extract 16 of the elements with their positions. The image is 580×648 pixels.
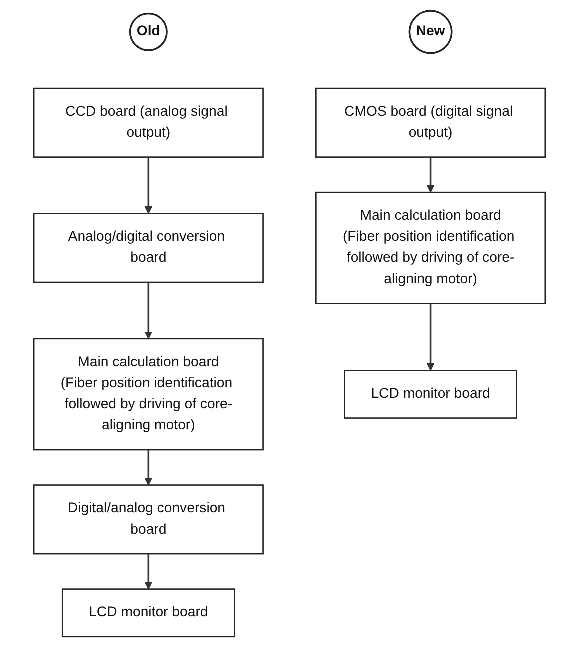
arrow xyxy=(427,157,435,193)
node-circle: Old xyxy=(130,12,168,52)
node-box: Main calculation board (Fiber position identification followed by driving of core-aligning motor) xyxy=(316,192,546,304)
arrow xyxy=(145,554,153,590)
node-box: CCD board (analog signal output) xyxy=(34,88,264,158)
node-box: LCD monitor board xyxy=(344,370,518,419)
node-box: Analog/digital conversion board xyxy=(34,213,264,284)
arrow xyxy=(145,157,153,214)
arrow xyxy=(145,450,153,486)
node-box: Main calculation board (Fiber position identification followed by driving of core-aligning motor) xyxy=(34,338,264,451)
node-box: CMOS board (digital signal output) xyxy=(316,88,546,158)
arrow xyxy=(145,282,153,340)
node-box: LCD monitor board xyxy=(62,588,236,638)
arrow xyxy=(427,304,435,372)
node-box: Digital/analog conversion board xyxy=(34,484,264,555)
node-circle: New xyxy=(409,10,454,54)
